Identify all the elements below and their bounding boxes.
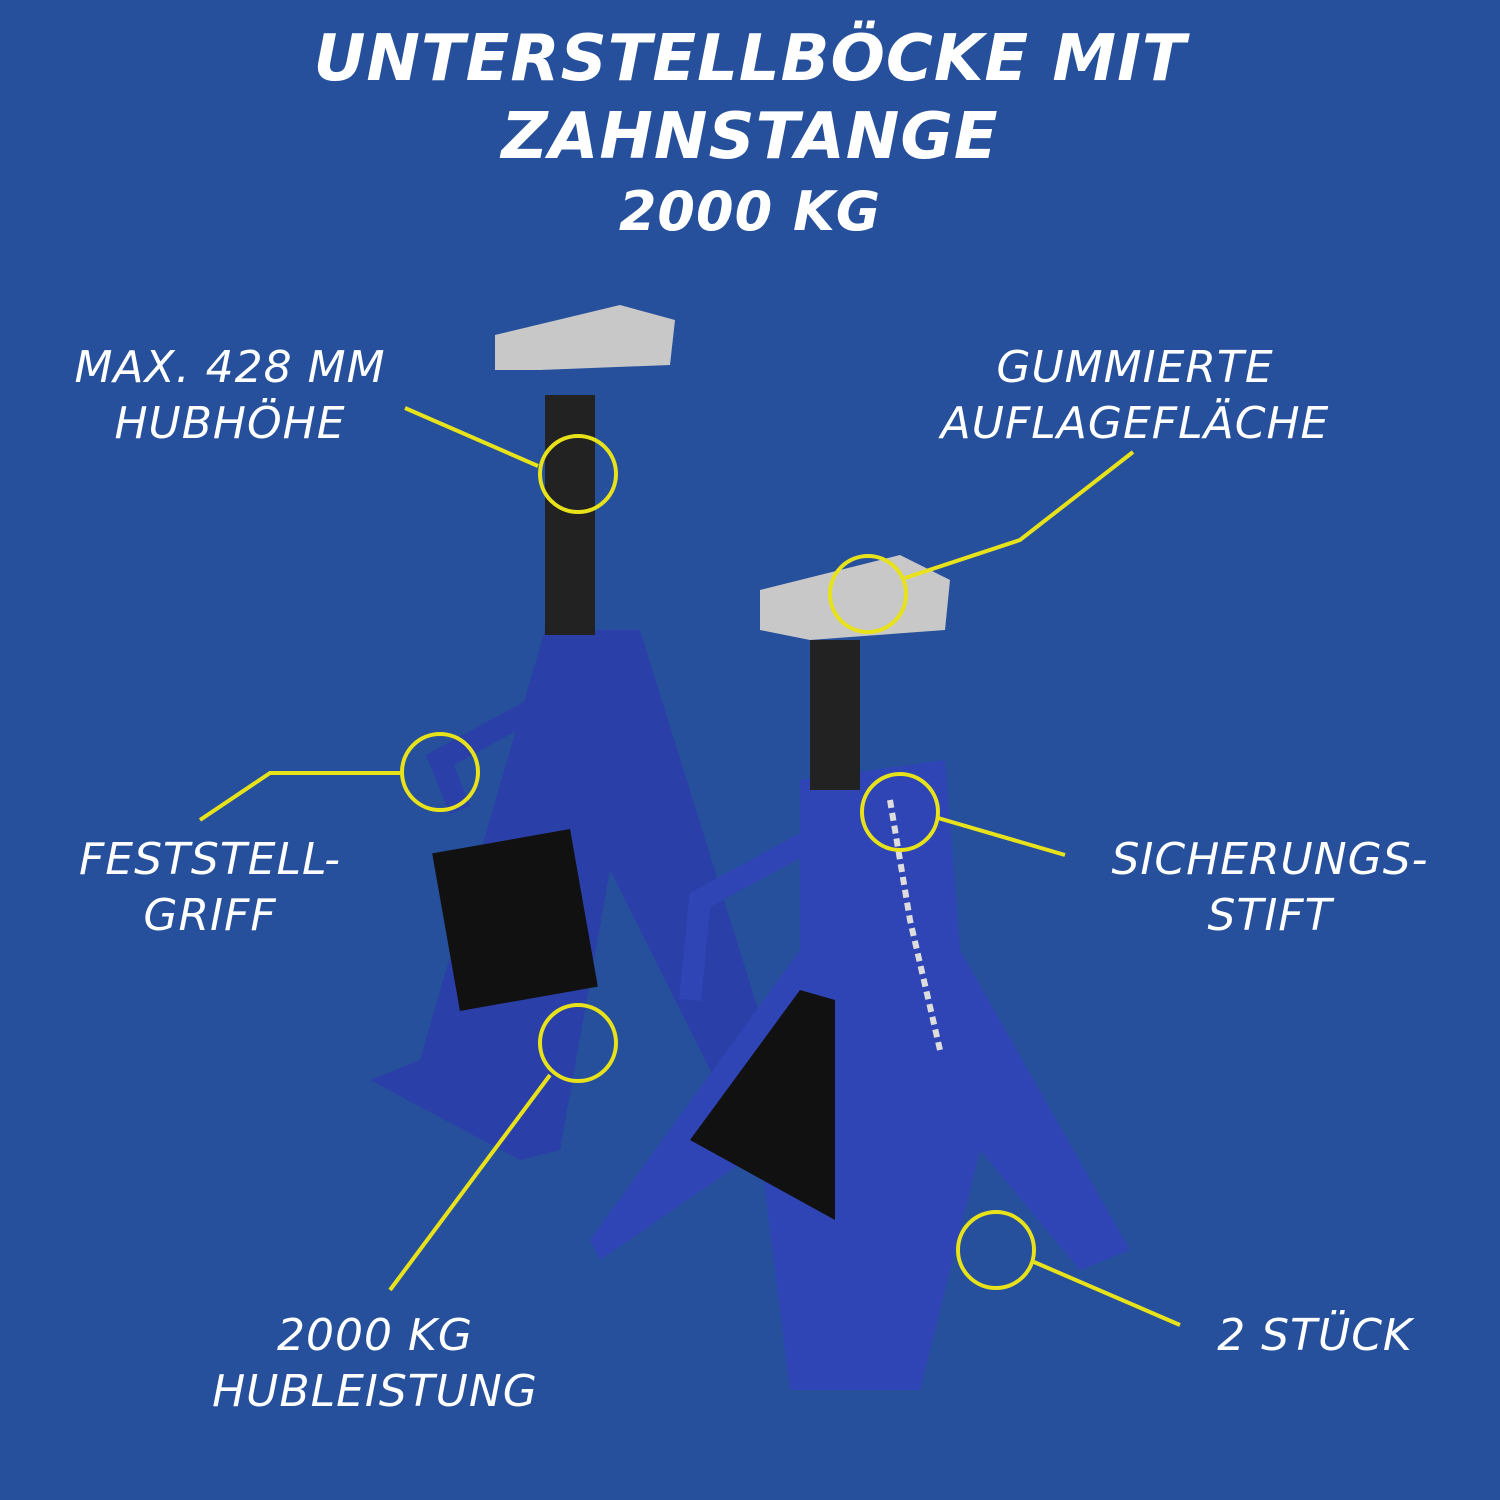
- label-text: HUBHÖHE: [114, 398, 346, 449]
- label-text: FESTSTELL-: [78, 834, 341, 885]
- jack-stand-front: [590, 555, 1130, 1390]
- callout-height: [538, 434, 618, 514]
- label-text: MAX. 428 MM: [74, 342, 386, 393]
- callout-count: [956, 1210, 1036, 1290]
- callout-rubber: [828, 554, 908, 634]
- title-line-2: ZAHNSTANGE: [501, 100, 999, 174]
- callout-pin: [860, 772, 940, 852]
- title-line-1: UNTERSTELLBÖCKE MIT: [313, 22, 1187, 96]
- label-capacity: 2000 KG HUBLEISTUNG: [160, 1308, 590, 1420]
- label-count: 2 STÜCK: [1180, 1308, 1450, 1364]
- callouts: [198, 406, 1181, 1327]
- label-text: GRIFF: [143, 890, 277, 941]
- label-lift-height: MAX. 428 MM HUBHÖHE: [20, 340, 440, 452]
- label-text: SICHERUNGS-: [1111, 834, 1429, 885]
- label-text: GUMMIERTE: [996, 342, 1274, 393]
- label-rubber-surface: GUMMIERTE AUFLAGEFLÄCHE: [880, 340, 1390, 452]
- label-text: 2000 KG: [277, 1310, 473, 1361]
- callout-capacity: [538, 1003, 618, 1083]
- label-text: AUFLAGEFLÄCHE: [940, 398, 1330, 449]
- label-text: HUBLEISTUNG: [212, 1366, 538, 1417]
- label-text: 2 STÜCK: [1217, 1310, 1413, 1361]
- label-locking-handle: FESTSTELL- GRIFF: [20, 832, 400, 944]
- label-text: STIFT: [1207, 890, 1333, 941]
- title-line-3: 2000 KG: [618, 180, 882, 243]
- label-safety-pin: SICHERUNGS- STIFT: [1065, 832, 1475, 944]
